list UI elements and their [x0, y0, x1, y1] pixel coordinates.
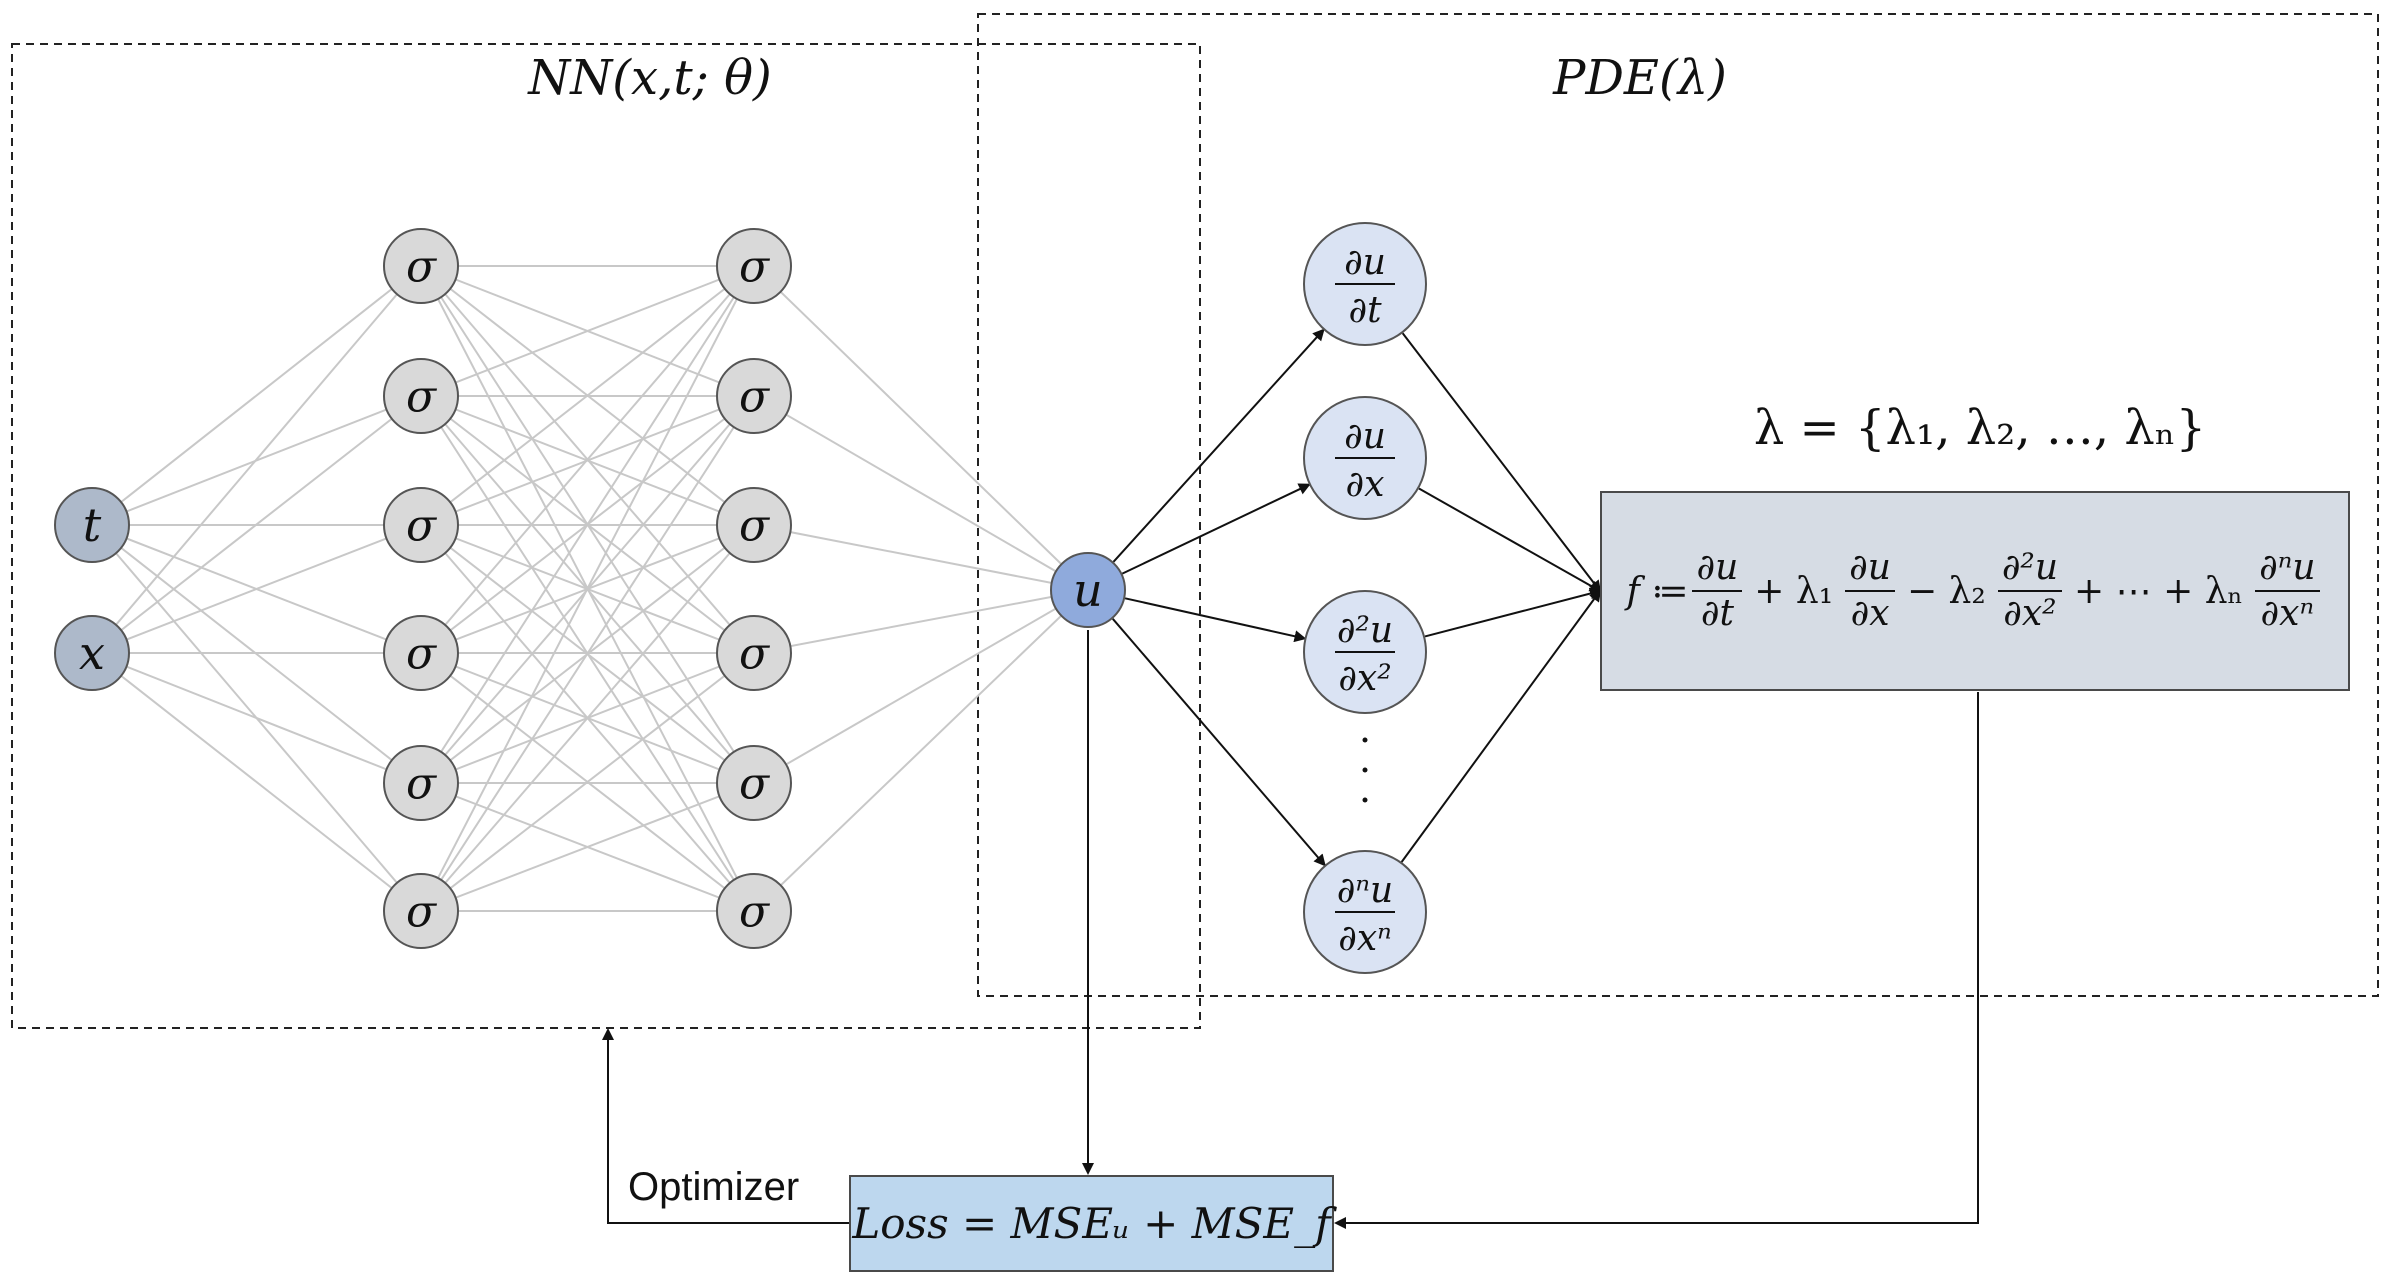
- nn-edge: [420, 782, 755, 912]
- formula-coef-2: + λ₁: [1754, 570, 1834, 612]
- formula-term-2: ∂u ∂x: [1845, 548, 1895, 633]
- hidden-node-layer2-label: σ: [739, 628, 771, 679]
- output-node-u-label: u: [1073, 563, 1103, 617]
- hidden-node-layer1: σ: [383, 358, 459, 434]
- nn-edge: [420, 265, 755, 526]
- nn-edge: [420, 265, 755, 912]
- hidden-node-layer1: σ: [383, 228, 459, 304]
- hidden-node-layer2: σ: [716, 487, 792, 563]
- nn-edge: [91, 652, 422, 912]
- nn-edge: [753, 395, 1089, 591]
- derivative-node: ∂ⁿu ∂xⁿ: [1303, 850, 1427, 974]
- hidden-node-layer2-label: σ: [739, 241, 771, 292]
- hidden-node-layer1: σ: [383, 745, 459, 821]
- nn-edge: [91, 395, 422, 654]
- nn-edge: [420, 265, 755, 397]
- derivative-numerator: ∂²u: [1337, 610, 1393, 651]
- derivative-denominator: ∂t: [1348, 290, 1382, 331]
- hidden-node-layer1: σ: [383, 615, 459, 691]
- input-node-x-label: x: [79, 626, 105, 680]
- nn-edge: [753, 265, 1089, 591]
- formula-coef-3: − λ₂: [1906, 570, 1986, 612]
- input-node-x: x: [54, 615, 130, 691]
- hidden-node-layer2: σ: [716, 228, 792, 304]
- hidden-node-layer1-label: σ: [406, 371, 438, 422]
- network-connections: [91, 265, 1089, 912]
- nn-edge: [420, 265, 755, 654]
- hidden-node-layer2: σ: [716, 615, 792, 691]
- derivative-denominator: ∂x²: [1338, 658, 1391, 699]
- derivative-numerator: ∂u: [1344, 242, 1386, 283]
- output-to-derivative-arrow: [1112, 328, 1325, 563]
- nn-edge: [91, 265, 422, 654]
- input-node-t-label: t: [83, 498, 102, 552]
- derivative-denominator: ∂xⁿ: [1338, 918, 1392, 959]
- hidden-node-layer2: σ: [716, 358, 792, 434]
- hidden-node-layer2: σ: [716, 873, 792, 949]
- nn-edge: [753, 589, 1089, 784]
- loss-box: Loss = MSEᵤ + MSE_f: [849, 1175, 1334, 1272]
- hidden-node-layer1: σ: [383, 873, 459, 949]
- input-node-t: t: [54, 487, 130, 563]
- optimizer-label: Optimizer: [628, 1165, 800, 1209]
- nn-edge: [420, 395, 755, 912]
- nn-edge: [91, 265, 422, 526]
- derivative-node: ∂u ∂x: [1303, 396, 1427, 520]
- pde-frame: [977, 13, 2379, 997]
- output-node-u: u: [1050, 552, 1126, 628]
- lambda-set-label: λ = {λ₁, λ₂, …, λₙ}: [1753, 400, 2207, 456]
- network-nodes: t x σ σ σ σ σ σ σ σ σ σ σ σ u ∂u ∂t ∂u ∂x ∂²u ∂x² ∂ⁿu ∂xⁿ: [54, 222, 1427, 974]
- pde-title: PDE(λ): [1553, 50, 1727, 106]
- flow-arrows: [602, 328, 1979, 1229]
- hidden-node-layer2-label: σ: [739, 371, 771, 422]
- nn-title: NN(x,t; θ): [528, 50, 772, 106]
- nn-edge: [91, 652, 422, 784]
- hidden-node-layer1-label: σ: [406, 886, 438, 937]
- output-to-derivative-arrow: [1124, 597, 1307, 643]
- hidden-node-layer1-label: σ: [406, 500, 438, 551]
- nn-edge: [420, 265, 755, 784]
- derivative-to-formula-arrow: [1401, 332, 1602, 593]
- nn-edge: [420, 652, 755, 912]
- nn-edge: [753, 524, 1089, 591]
- derivative-node: ∂²u ∂x²: [1303, 590, 1427, 714]
- derivative-numerator: ∂u: [1344, 416, 1386, 457]
- nn-edge: [91, 524, 422, 654]
- derivative-node: ∂u ∂t: [1303, 222, 1427, 346]
- derivative-denominator: ∂x: [1346, 464, 1385, 505]
- formula-term-4: ∂ⁿu ∂xⁿ: [2255, 548, 2320, 633]
- hidden-node-layer1: σ: [383, 487, 459, 563]
- formula-term-3: ∂²u ∂x²: [1997, 548, 2063, 633]
- derivative-numerator: ∂ⁿu: [1337, 870, 1393, 911]
- hidden-node-layer1-label: σ: [406, 241, 438, 292]
- hidden-node-layer2-label: σ: [739, 886, 771, 937]
- derivative-to-formula-arrow: [1424, 587, 1602, 638]
- nn-edge: [420, 524, 755, 912]
- nn-edge: [753, 589, 1089, 912]
- formula-term-1: ∂u ∂t: [1692, 548, 1743, 633]
- hidden-node-layer1-label: σ: [406, 628, 438, 679]
- hidden-node-layer2: σ: [716, 745, 792, 821]
- nn-edge: [753, 589, 1089, 654]
- hidden-node-layer2-label: σ: [739, 500, 771, 551]
- optimizer-feedback-arrow: [602, 1028, 849, 1224]
- derivative-to-formula-arrow: [1418, 487, 1602, 592]
- formula-coef-4: + ⋯ + λₙ: [2074, 570, 2244, 612]
- derivative-to-formula-arrow: [1400, 589, 1602, 863]
- pde-residual-formula: f ≔ ∂u ∂t + λ₁ ∂u ∂x − λ₂ ∂²u ∂x² + ⋯ + …: [1600, 491, 2350, 691]
- derivative-ellipsis: [1362, 737, 1368, 803]
- formula-lhs: f ≔: [1626, 570, 1689, 612]
- output-to-derivative-arrow: [1121, 483, 1311, 575]
- output-to-derivative-arrow: [1112, 618, 1326, 867]
- formula-to-loss-arrow: [1334, 692, 1979, 1229]
- hidden-node-layer1-label: σ: [406, 758, 438, 809]
- hidden-node-layer2-label: σ: [739, 758, 771, 809]
